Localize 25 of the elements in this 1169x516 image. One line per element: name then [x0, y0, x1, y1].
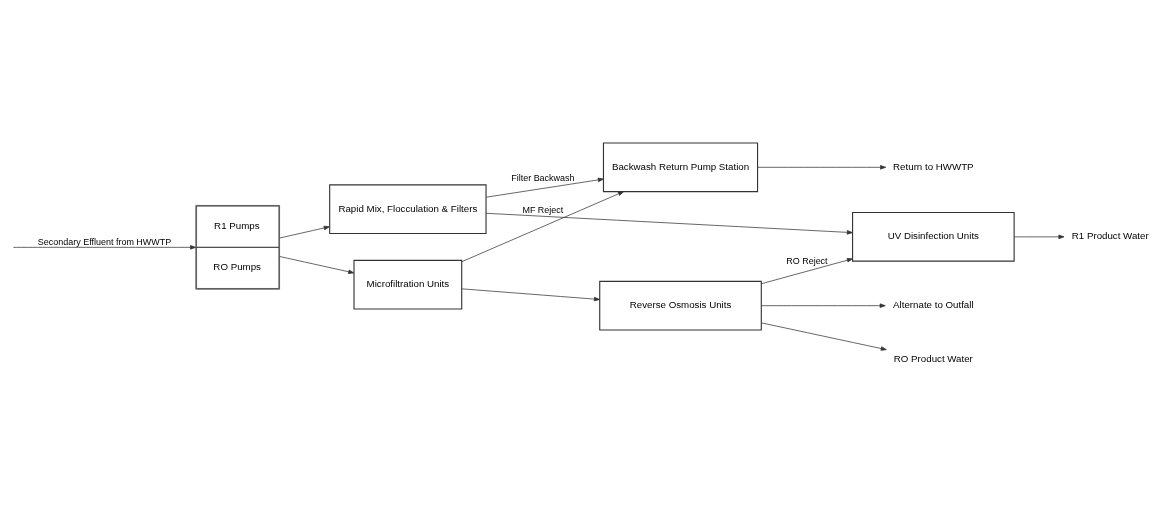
- node-text: Alternate to Outfall: [893, 299, 974, 311]
- node-text: R1 Product Water: [1071, 230, 1149, 242]
- arrow: [761, 258, 853, 285]
- arrow: [279, 256, 355, 274]
- arrow: [1014, 234, 1065, 240]
- edge-label: MF Reject: [522, 204, 564, 215]
- arrow: [761, 303, 886, 308]
- arrow: [461, 288, 600, 302]
- node-box: Reverse Osmosis Units: [599, 280, 762, 331]
- node-text: Return to HWWTP: [893, 160, 974, 172]
- edge-label: RO Reject: [786, 256, 828, 267]
- edge-label: Filter Backwash: [511, 173, 575, 184]
- node-box: Backwash Return Pump Station: [602, 142, 759, 193]
- arrow: [12, 245, 197, 250]
- arrow: [757, 165, 887, 170]
- node-text: RO Product Water: [893, 353, 973, 365]
- node-box: UV Disinfection Units: [852, 212, 1015, 262]
- node-box: Rapid Mix, Flocculation & Filters: [329, 184, 487, 235]
- arrow: [461, 191, 624, 263]
- arrow: [761, 322, 887, 351]
- arrow: [485, 212, 853, 235]
- arrow: [485, 177, 604, 198]
- node-box: Microfiltration Units: [353, 259, 463, 310]
- arrow: [279, 225, 330, 239]
- edge-label: Secondary Effluent from HWWTP: [37, 236, 172, 247]
